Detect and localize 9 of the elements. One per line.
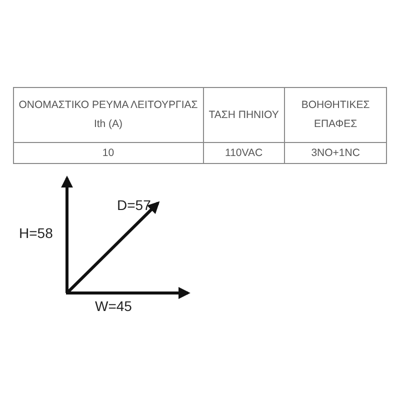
dimension-label: D=57 bbox=[117, 197, 151, 213]
column-header: ΤΑΣΗ ΠΗΝΙΟΥ bbox=[203, 88, 285, 142]
column-header: ΟΝΟΜΑΣΤΙΚΟ ΡΕΥΜΑ ΛΕΙΤΟΥΡΓΙΑΣ Ith (A) bbox=[14, 88, 203, 142]
table-cell: 10 bbox=[14, 142, 203, 164]
dimension-label: W=45 bbox=[95, 298, 132, 314]
table-cell: 110VAC bbox=[203, 142, 285, 164]
dimension-label: H=58 bbox=[19, 225, 53, 241]
table-cell: 3NO+1NC bbox=[284, 142, 386, 164]
column-header: ΒΟΗΘΗΤΙΚΕΣ ΕΠΑΦΕΣ bbox=[284, 88, 386, 142]
